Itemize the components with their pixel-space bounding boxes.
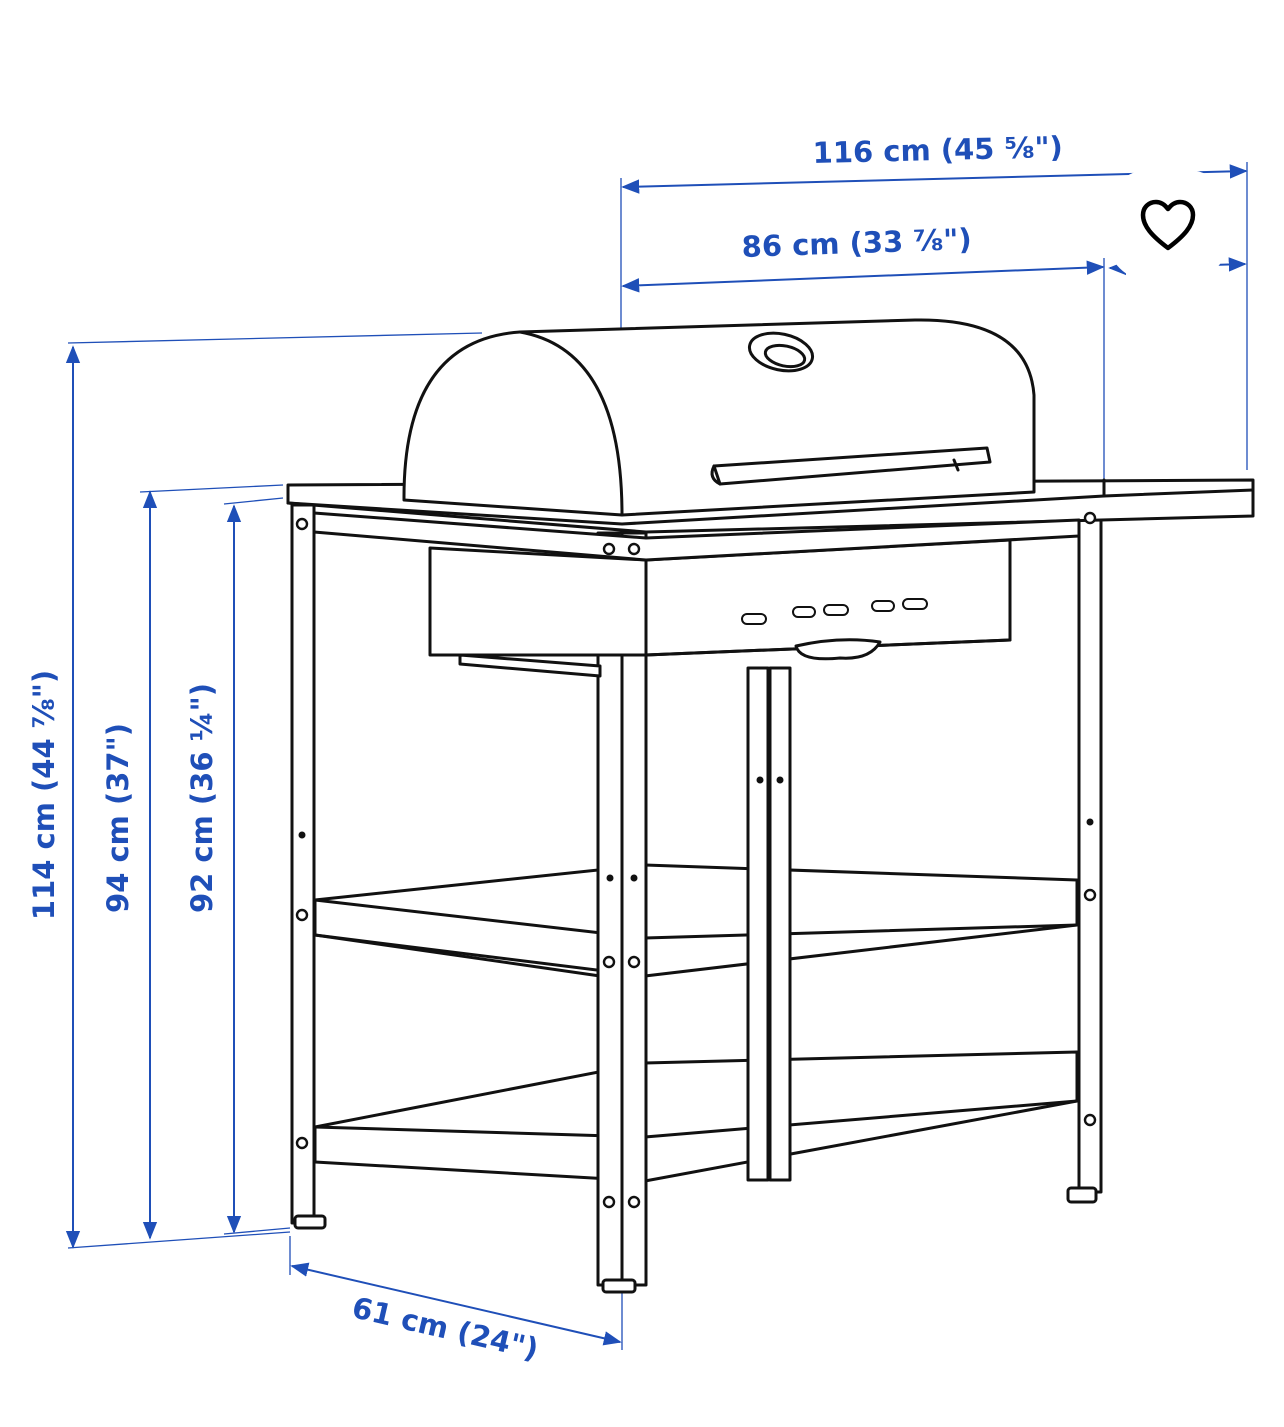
left-back-leg [290,503,316,1225]
counter-height-label: 94 cm (37") [101,723,135,913]
total-width-label: 116 cm (45 ⅝") [812,130,1063,170]
bolts [295,511,1097,1209]
rear-leg-left [746,666,770,1182]
right-back-leg [1077,498,1103,1194]
grill-hood [402,318,1036,517]
total-height-label: 114 cm (44 ⅞") [27,670,61,920]
heart-outline-icon [1140,199,1196,251]
middle-shelf [313,863,1079,978]
rear-leg-right [768,666,792,1182]
shelf-height-label: 92 cm (36 ¼") [185,683,219,913]
favorite-button[interactable] [1108,170,1228,280]
grill-cart-illustration [286,318,1255,1294]
hood-handle [712,446,992,486]
bottom-shelf [313,1050,1079,1183]
grill-width-label: 86 cm (33 ⅞") [741,222,972,264]
thermometer [747,331,815,373]
